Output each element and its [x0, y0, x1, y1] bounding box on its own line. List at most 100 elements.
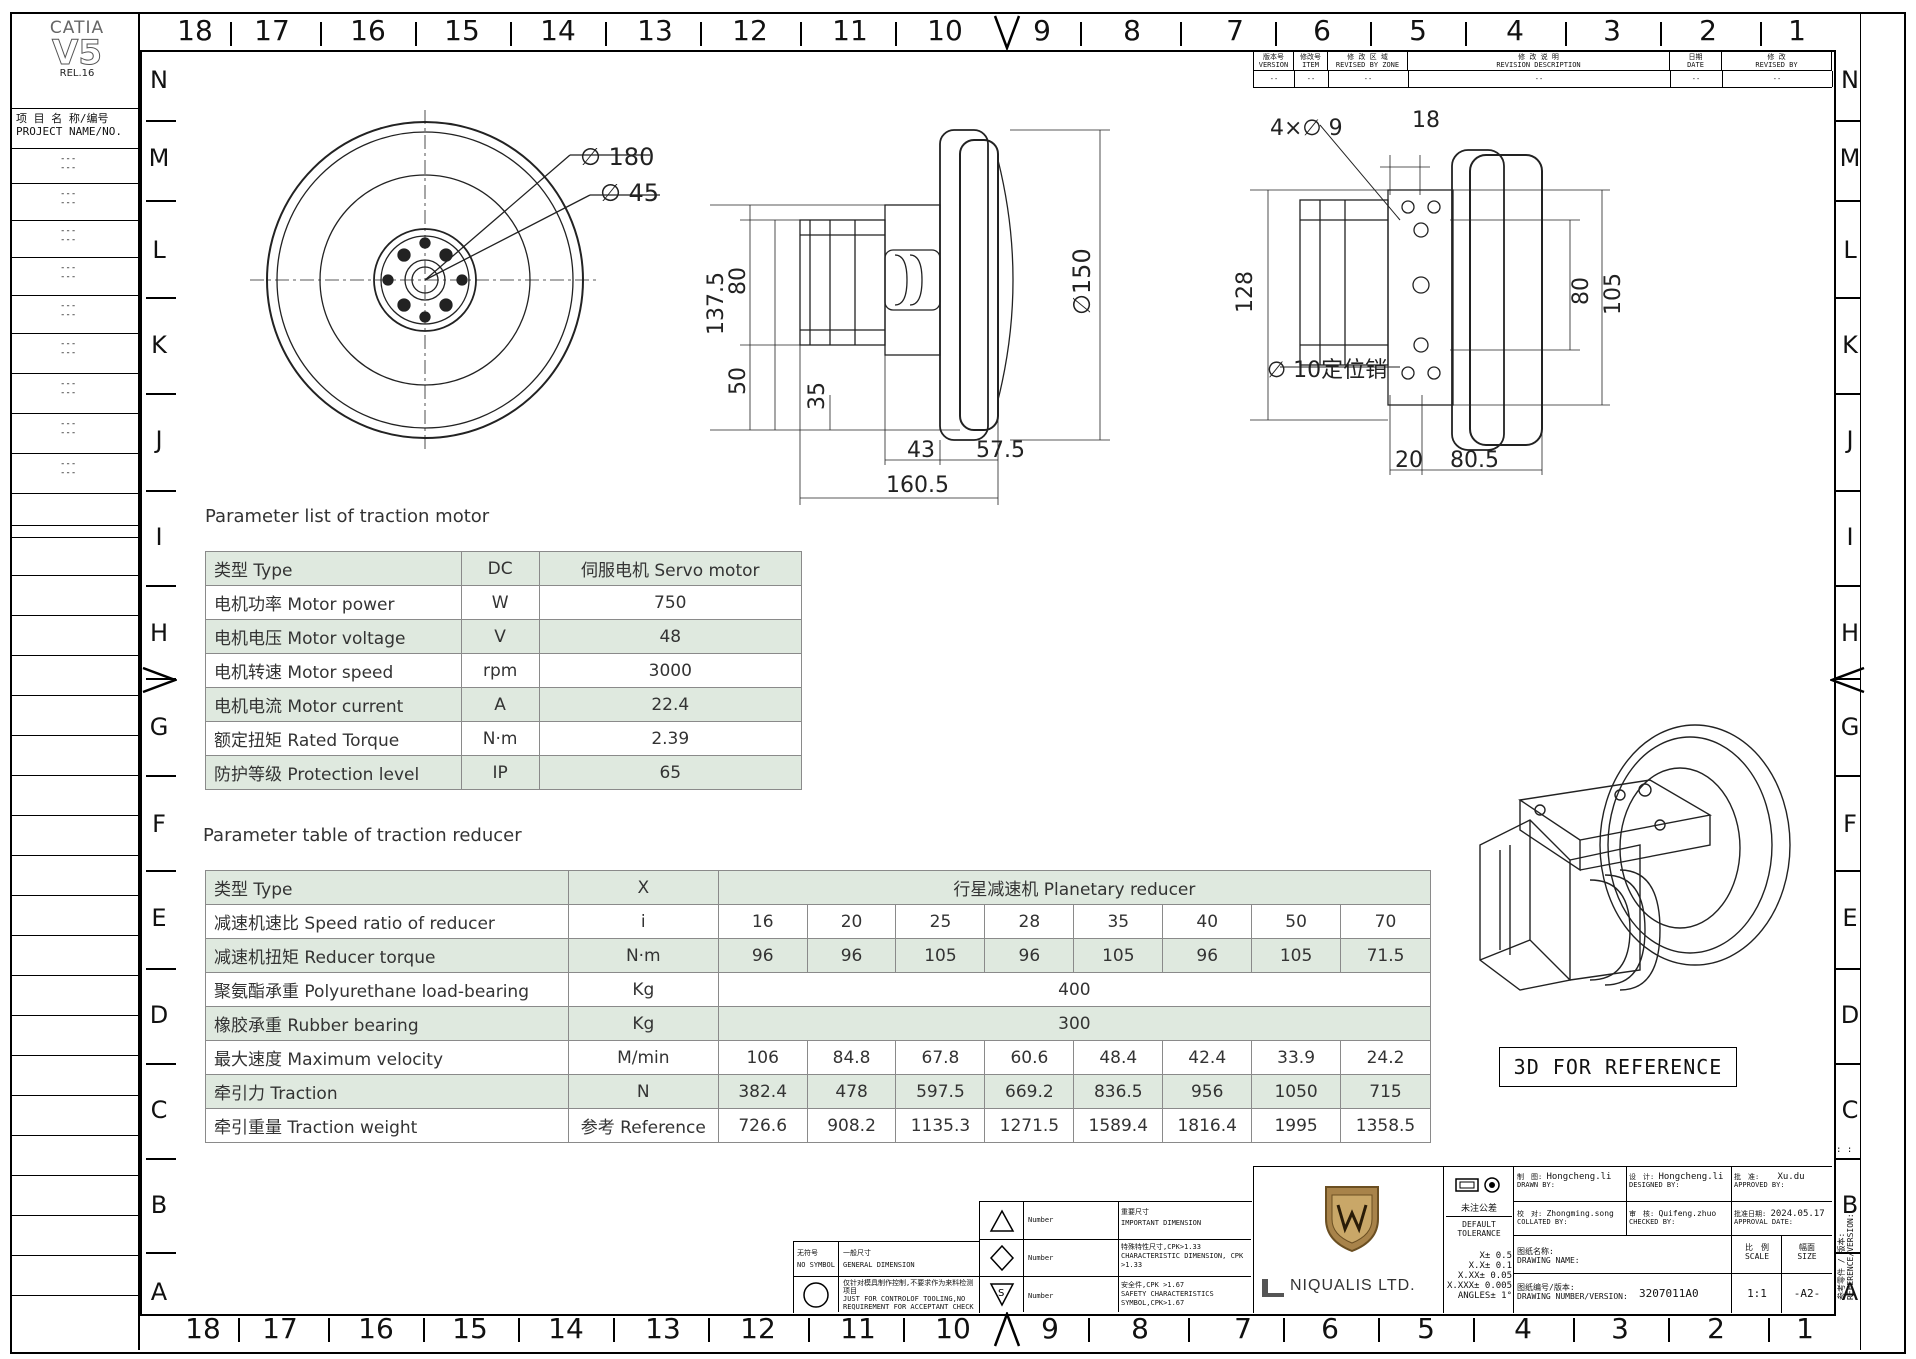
- grid-tick-left: [146, 200, 176, 202]
- revision-row-cell: --: [1328, 71, 1409, 87]
- size-cell: 幅面 SIZE: [1784, 1243, 1830, 1261]
- reducer-param-value: 20: [806, 904, 897, 939]
- collated-by-value: Zhongming.song: [1546, 1209, 1614, 1218]
- reducer-param-value: 24.2: [1340, 1040, 1431, 1075]
- grid-tick-left: [146, 297, 176, 299]
- scale-cell: 比 例 SCALE: [1736, 1243, 1778, 1261]
- revision-row-cell: --: [1722, 71, 1833, 87]
- approval-date-label-cn: 批准日期:: [1734, 1210, 1767, 1218]
- motor-param-label: 防护等级 Protection level: [205, 755, 462, 790]
- grid-letter-right: H: [1840, 619, 1860, 647]
- company-mark-icon: [1262, 1279, 1284, 1297]
- scale-label-en: SCALE: [1744, 1252, 1770, 1261]
- reducer-param-value: 33.9: [1251, 1040, 1341, 1075]
- designed-by-label-en: DESIGNED BY:: [1629, 1181, 1680, 1189]
- reducer-param-value: 669.2: [984, 1074, 1075, 1109]
- reference-version-cn: 参考零件 / 版本:: [1837, 1232, 1846, 1300]
- grid-tick-top: [320, 22, 322, 46]
- dim-side-80: 80: [726, 267, 751, 295]
- drawing-number-label-cn: 图纸编号/版本:: [1517, 1283, 1575, 1292]
- motor-param-value: 65: [538, 755, 803, 790]
- motor-param-label: 电机电压 Motor voltage: [205, 619, 462, 654]
- no-symbol-cn: 无符号: [797, 1249, 818, 1257]
- grid-tick-top: [1275, 22, 1277, 46]
- safety-dim-cn: 安全件,CPK >1.67: [1121, 1281, 1185, 1289]
- grid-number-bottom: 7: [1234, 1312, 1252, 1345]
- dim-right-20: 20: [1395, 448, 1423, 473]
- motor-param-unit: W: [460, 585, 540, 620]
- grid-letter-left: N: [150, 66, 168, 94]
- grid-tick-top: [415, 22, 417, 46]
- reducer-param-value: 48.4: [1073, 1040, 1164, 1075]
- reducer-param-value: 1358.5: [1340, 1108, 1431, 1143]
- size-value: -A2-: [1793, 1287, 1821, 1300]
- reducer-param-value: 715: [1340, 1074, 1431, 1109]
- reducer-param-value: 1816.4: [1162, 1108, 1253, 1143]
- grid-number-bottom: 12: [740, 1312, 776, 1345]
- grid-tick-left: [146, 393, 176, 395]
- grid-tick-left: [146, 775, 176, 777]
- scale-label-cn: 比 例: [1745, 1243, 1769, 1252]
- sym-number-1: Number: [1028, 1216, 1054, 1224]
- tolerance-title: 未注公差 DEFAULT TOLERANCE: [1446, 1205, 1512, 1238]
- sym-line-1: [979, 1239, 1251, 1240]
- project-label-en: PROJECT NAME/NO.: [16, 125, 122, 138]
- tolerance-line: X.XXX± 0.005: [1446, 1281, 1512, 1291]
- grid-tick-left: [146, 870, 176, 872]
- left-panel-dash: --- ---: [60, 154, 77, 173]
- motor-param-value: 伺服电机 Servo motor: [538, 551, 803, 586]
- approved-by-cell: 批 准: Xu.du APPROVED BY:: [1734, 1173, 1805, 1190]
- no-symbol-en: NO SYMBOL: [797, 1261, 835, 1269]
- grid-tick-bottom: [808, 1318, 810, 1342]
- grid-letter-right: J: [1846, 426, 1854, 454]
- reducer-param-label: 橡胶承重 Rubber bearing: [205, 1006, 569, 1041]
- drawing-name-label-en: DRAWING NAME:: [1517, 1256, 1580, 1265]
- grid-number-bottom: 11: [840, 1312, 876, 1345]
- revision-header-cn: 修 改 说 明: [1518, 53, 1559, 61]
- grid-tick-right: [1834, 678, 1860, 680]
- grid-tick-bottom: [1473, 1318, 1475, 1342]
- reducer-param-label: 类型 Type: [205, 870, 569, 905]
- reducer-param-value: 1589.4: [1073, 1108, 1164, 1143]
- grid-tick-top: [1180, 22, 1182, 46]
- tolerance-title-en: DEFAULT TOLERANCE: [1457, 1220, 1501, 1238]
- sym-line-2: [979, 1276, 1251, 1277]
- grid-number-top: 12: [732, 14, 768, 47]
- tb-row-1: [1514, 1201, 1832, 1202]
- grid-number-top: 18: [177, 14, 213, 47]
- grid-number-top: 1: [1788, 14, 1806, 47]
- checked-by-cell: 审 核: Quifeng.zhuo CHECKED BY:: [1629, 1210, 1716, 1227]
- left-panel-line: [10, 1255, 139, 1256]
- dim-side-575: 57.5: [976, 438, 1025, 463]
- grid-tick-top: [1080, 22, 1082, 46]
- diamond-symbol-icon: [989, 1244, 1015, 1272]
- grid-letter-left: G: [149, 713, 169, 741]
- grid-number-top: 17: [254, 14, 290, 47]
- grid-tick-top: [230, 22, 232, 46]
- grid-tick-top: [1370, 22, 1372, 46]
- reducer-param-value: 105: [1251, 938, 1341, 973]
- grid-tick-right: [1834, 870, 1860, 872]
- revision-row-cell: --: [1408, 71, 1671, 87]
- collated-by-label-cn: 校 对:: [1517, 1210, 1543, 1218]
- 3d-reference-drawing: [1479, 724, 1791, 991]
- reducer-param-value: 726.6: [717, 1108, 808, 1143]
- center-marker-left: [142, 666, 177, 694]
- grid-tick-top: [700, 22, 702, 46]
- colon-mark: : :: [1836, 1145, 1853, 1155]
- left-panel-line: [10, 735, 139, 736]
- grid-tick-left: [146, 120, 176, 122]
- motor-param-value: 48: [538, 619, 803, 654]
- left-panel-dash: --- ---: [60, 339, 77, 358]
- title-block: 制 图: Hongcheng.li DRAWN BY: 设 计: Hongche…: [1513, 1166, 1832, 1313]
- dim-right-4x9: 4×∅ 9: [1270, 116, 1343, 141]
- checked-by-label-cn: 审 核:: [1629, 1210, 1655, 1218]
